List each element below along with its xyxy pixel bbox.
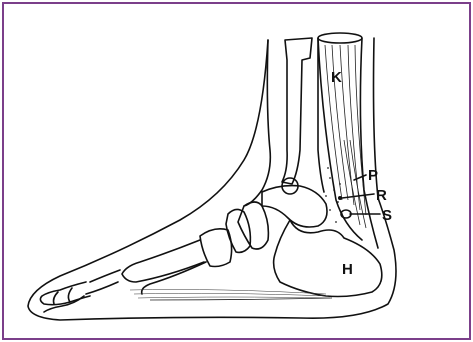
- phalanges: [40, 282, 90, 312]
- stipple-region: [325, 167, 343, 223]
- cuneiform-bone: [200, 209, 250, 266]
- calcaneus-bone: [274, 220, 382, 297]
- navicular-bone: [238, 202, 268, 249]
- label-p: P: [368, 167, 378, 184]
- bursa-marker: [338, 196, 351, 218]
- label-k: K: [331, 69, 342, 86]
- fibula-bone: [282, 38, 312, 184]
- talus-bone: [262, 178, 327, 227]
- label-h: H: [342, 261, 353, 278]
- label-r: R: [376, 187, 387, 204]
- metatarsal-bones: [86, 240, 206, 294]
- label-s: S: [382, 207, 392, 224]
